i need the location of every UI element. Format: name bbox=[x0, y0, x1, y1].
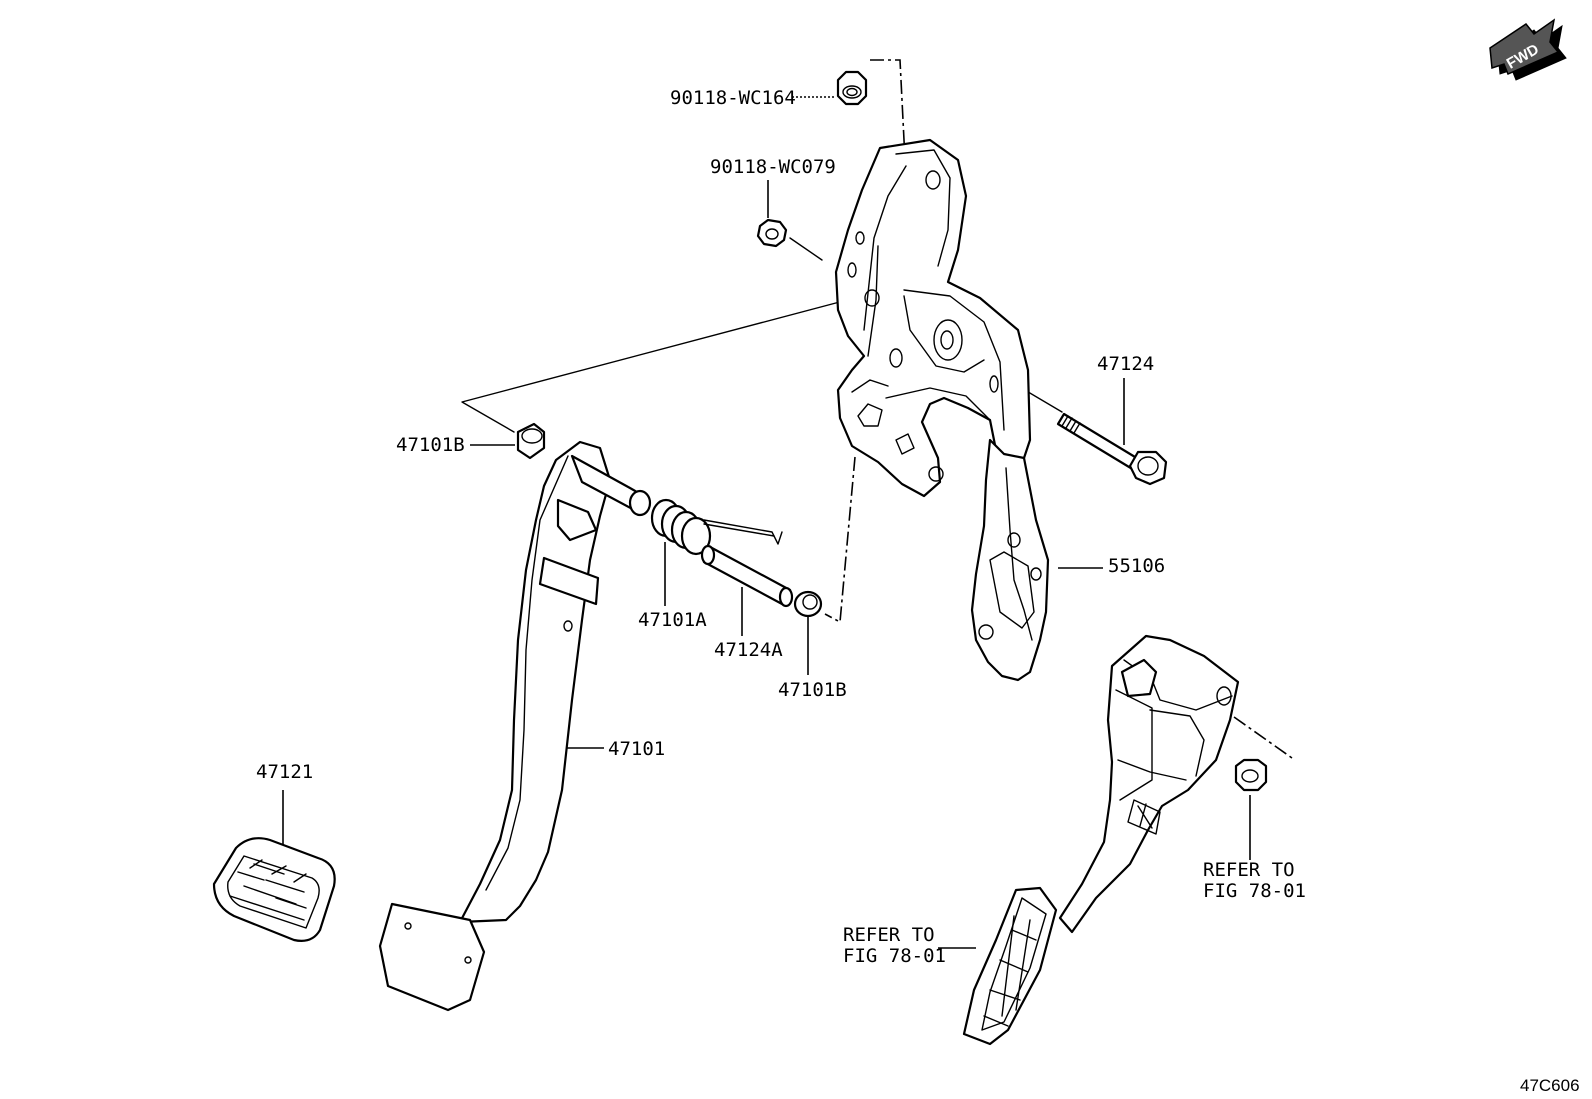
bracket-55106 bbox=[970, 438, 1050, 682]
figure-code: 47C606 bbox=[1520, 1076, 1580, 1095]
pedal-pad-47121 bbox=[212, 837, 336, 942]
label-55106: 55106 bbox=[1108, 555, 1165, 577]
brake-pedal-47101 bbox=[378, 440, 652, 1012]
label-47101b-left: 47101B bbox=[396, 434, 465, 456]
label-47101a: 47101A bbox=[638, 609, 707, 631]
label-47121: 47121 bbox=[256, 761, 313, 783]
label-47124a: 47124A bbox=[714, 639, 783, 661]
collar-47124a bbox=[700, 544, 794, 608]
assembly-line-accel-nut bbox=[1233, 716, 1293, 759]
assembly-line-pivot-right bbox=[824, 456, 856, 624]
label-refer-left-2: FIG 78-01 bbox=[843, 945, 946, 967]
label-47101: 47101 bbox=[608, 738, 665, 760]
label-47124: 47124 bbox=[1097, 353, 1154, 375]
label-90118-wc164: 90118-WC164 bbox=[670, 87, 796, 109]
bushing-47101b-left bbox=[516, 422, 546, 460]
label-refer-right-2: FIG 78-01 bbox=[1203, 880, 1306, 902]
label-47101b-right: 47101B bbox=[778, 679, 847, 701]
assembly-line-nut-small bbox=[789, 237, 823, 261]
assembly-line-pivot-left bbox=[461, 294, 867, 433]
accelerator-pedal bbox=[962, 634, 1240, 1046]
label-90118-wc079: 90118-WC079 bbox=[710, 156, 836, 178]
label-refer-right-1: REFER TO bbox=[1203, 859, 1295, 881]
return-spring-47101a bbox=[650, 498, 783, 556]
label-refer-left-1: REFER TO bbox=[843, 924, 935, 946]
pedal-bracket-upper bbox=[834, 138, 1032, 498]
flange-nut-top bbox=[836, 70, 868, 106]
nut-small bbox=[756, 218, 788, 248]
bushing-47101b-right bbox=[793, 590, 823, 618]
assembly-line-nut-top bbox=[870, 59, 908, 201]
fwd-arrow-icon: FWD bbox=[1489, 18, 1567, 81]
flange-nut-accel bbox=[1234, 758, 1268, 792]
bolt-47124 bbox=[1056, 412, 1168, 486]
